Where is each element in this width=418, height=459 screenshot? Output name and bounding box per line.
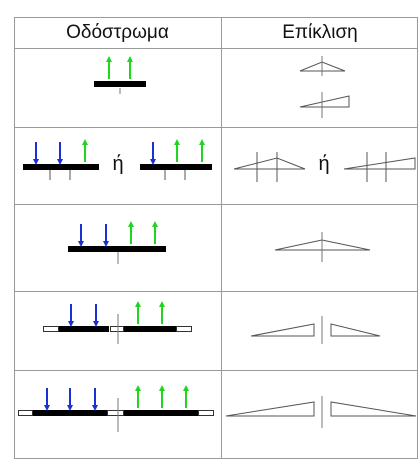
row5-left-slope-profile	[225, 401, 315, 417]
row1-one-way-profile	[299, 95, 350, 108]
row5-median	[107, 410, 124, 416]
row4-median	[110, 326, 124, 332]
row4-right-slope-profile	[330, 323, 381, 337]
row2-crown-profile	[233, 157, 306, 170]
row4-left-deck	[59, 326, 109, 332]
row2-deck-right	[140, 164, 212, 170]
row5-left-deck	[33, 410, 107, 416]
row4-left-shoulder	[43, 326, 59, 332]
row2-one-way-profile	[343, 157, 416, 170]
row5-right-slope-profile	[330, 401, 417, 417]
or-label-slope: ή	[318, 153, 330, 175]
or-label-roadway: ή	[112, 153, 124, 175]
header-roadway: Οδόστρωμα	[66, 22, 169, 43]
row5-left-shoulder	[18, 410, 33, 416]
row1-roadway-deck	[94, 81, 146, 87]
row3-roadway-deck	[68, 246, 166, 252]
row4-left-slope-profile	[250, 323, 315, 337]
header-cross-slope: Επίκλιση	[282, 22, 358, 43]
row4-right-shoulder	[176, 326, 192, 332]
row5-right-shoulder	[198, 410, 214, 416]
row2-deck-left	[23, 164, 99, 170]
row5-right-deck	[124, 410, 198, 416]
row4-right-deck	[124, 326, 176, 332]
